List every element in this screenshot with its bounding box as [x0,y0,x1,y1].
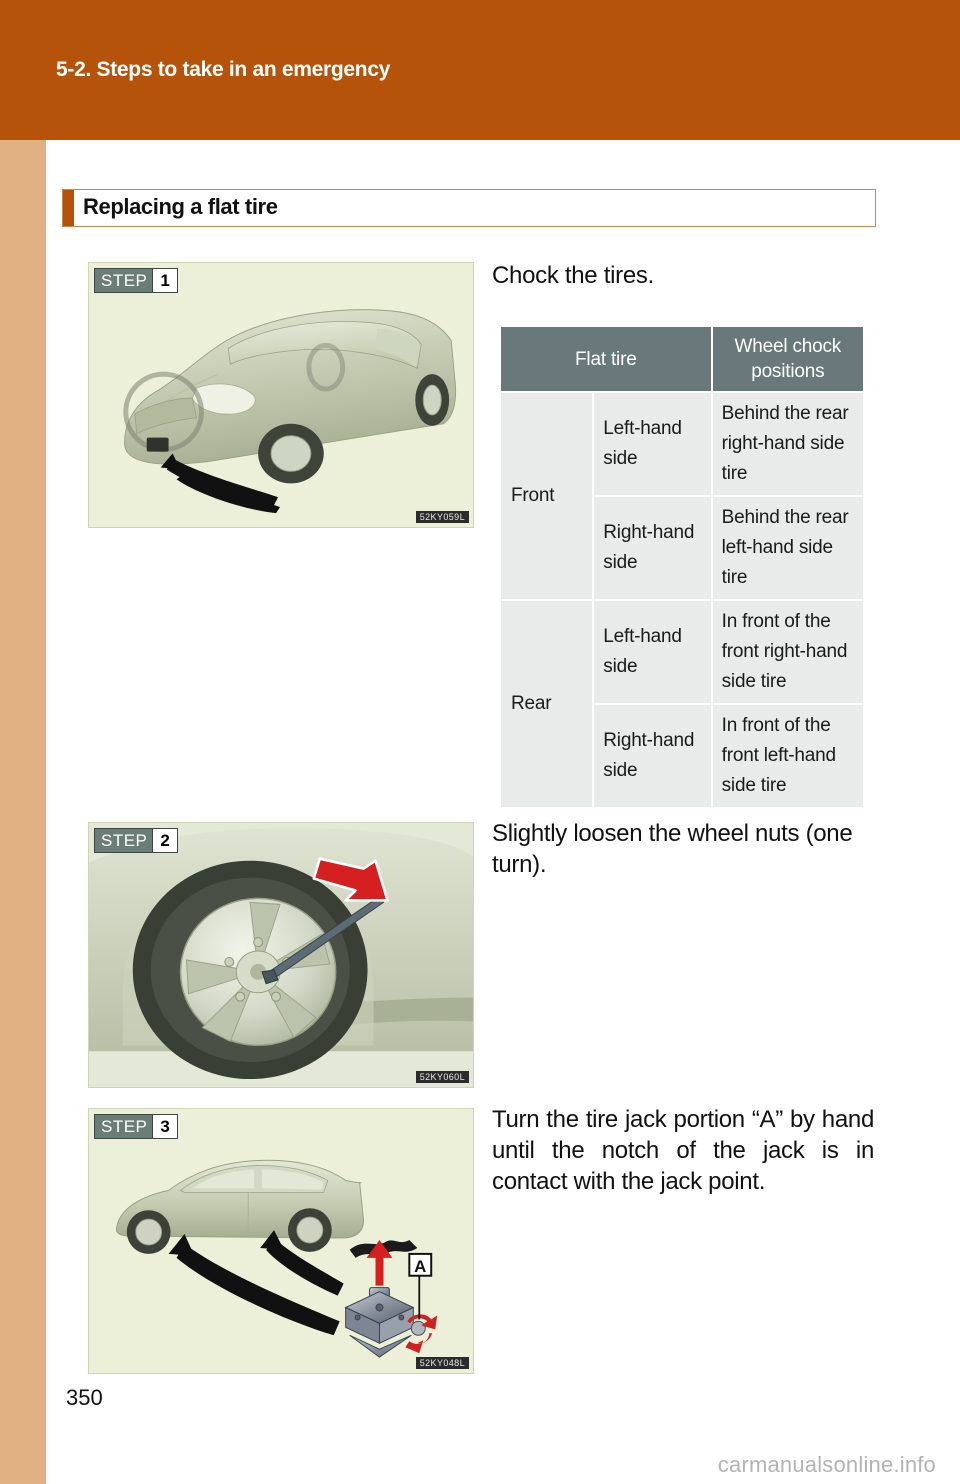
cell-position: Behind the rear left-hand side tire [712,497,863,599]
step-badge-3: STEP 3 [94,1114,178,1139]
table-header-flat-tire: Flat tire [501,327,711,391]
step-badge-1: STEP 1 [94,268,178,293]
figure-code-1: 52KY059L [415,511,469,523]
table-header-row: Flat tire Wheel chock positions [501,327,863,391]
wheel-chock-table: Flat tire Wheel chock positions Front Le… [499,325,865,809]
footer-site-watermark: carmanualsonline.info [717,1452,936,1477]
step-badge-word: STEP [101,1117,148,1136]
step-badge-word: STEP [101,271,148,290]
table-row: Front Left-hand side Behind the rear rig… [501,393,863,599]
figure-step-2: STEP 2 52KY060L [88,822,474,1088]
step-badge-number: 2 [152,829,177,852]
step-3-instruction: Turn the tire jack portion “A” by hand u… [492,1106,874,1195]
section-title: Replacing a flat tire [83,194,278,219]
cell-axle-front: Front [501,393,593,599]
chapter-title: 5-2. Steps to take in an emergency [56,58,391,81]
cell-position: In front of the front right-hand side ti… [712,601,863,703]
wheel-closeup-illustration [89,823,473,1087]
page-edge-band [0,140,46,1484]
step-badge-number: 3 [152,1115,177,1138]
figure-code-3: 52KY048L [415,1357,469,1369]
page-number: 350 [66,1385,103,1410]
figure-step-3: A STEP 3 52KY048L [88,1108,474,1374]
step-badge-number: 1 [152,269,177,292]
section-accent-tab [63,190,74,226]
step-1-instruction: Chock the tires. [492,262,654,289]
jack-and-car-side-illustration: A [115,1159,438,1358]
jack-callout-A-label: A [414,1257,426,1276]
cell-axle-rear: Rear [501,601,593,807]
chapter-banner: 5-2. Steps to take in an emergency [0,0,960,140]
step-badge-word: STEP [101,831,148,850]
step-badge-2: STEP 2 [94,828,178,853]
cell-side: Right-hand side [594,497,711,599]
step-2-instruction: Slightly loosen the wheel nuts (one turn… [492,820,853,878]
table-row: Rear Left-hand side In front of the fron… [501,601,863,807]
cell-position: Behind the rear right-hand side tire [712,393,863,495]
table-row: Right-hand side Behind the rear left-han… [501,497,863,599]
figure-step-1: STEP 1 52KY059L [88,262,474,528]
section-title-bar: Replacing a flat tire [62,189,876,227]
figure-code-2: 52KY060L [415,1071,469,1083]
cell-side: Left-hand side [594,393,711,495]
cell-position: In front of the front left-hand side tir… [712,705,863,807]
cell-side: Left-hand side [594,601,711,703]
table-row: Right-hand side In front of the front le… [501,705,863,807]
car-front-quarter-illustration [123,309,457,514]
table-header-chock-positions: Wheel chock positions [712,327,863,391]
cell-side: Right-hand side [594,705,711,807]
